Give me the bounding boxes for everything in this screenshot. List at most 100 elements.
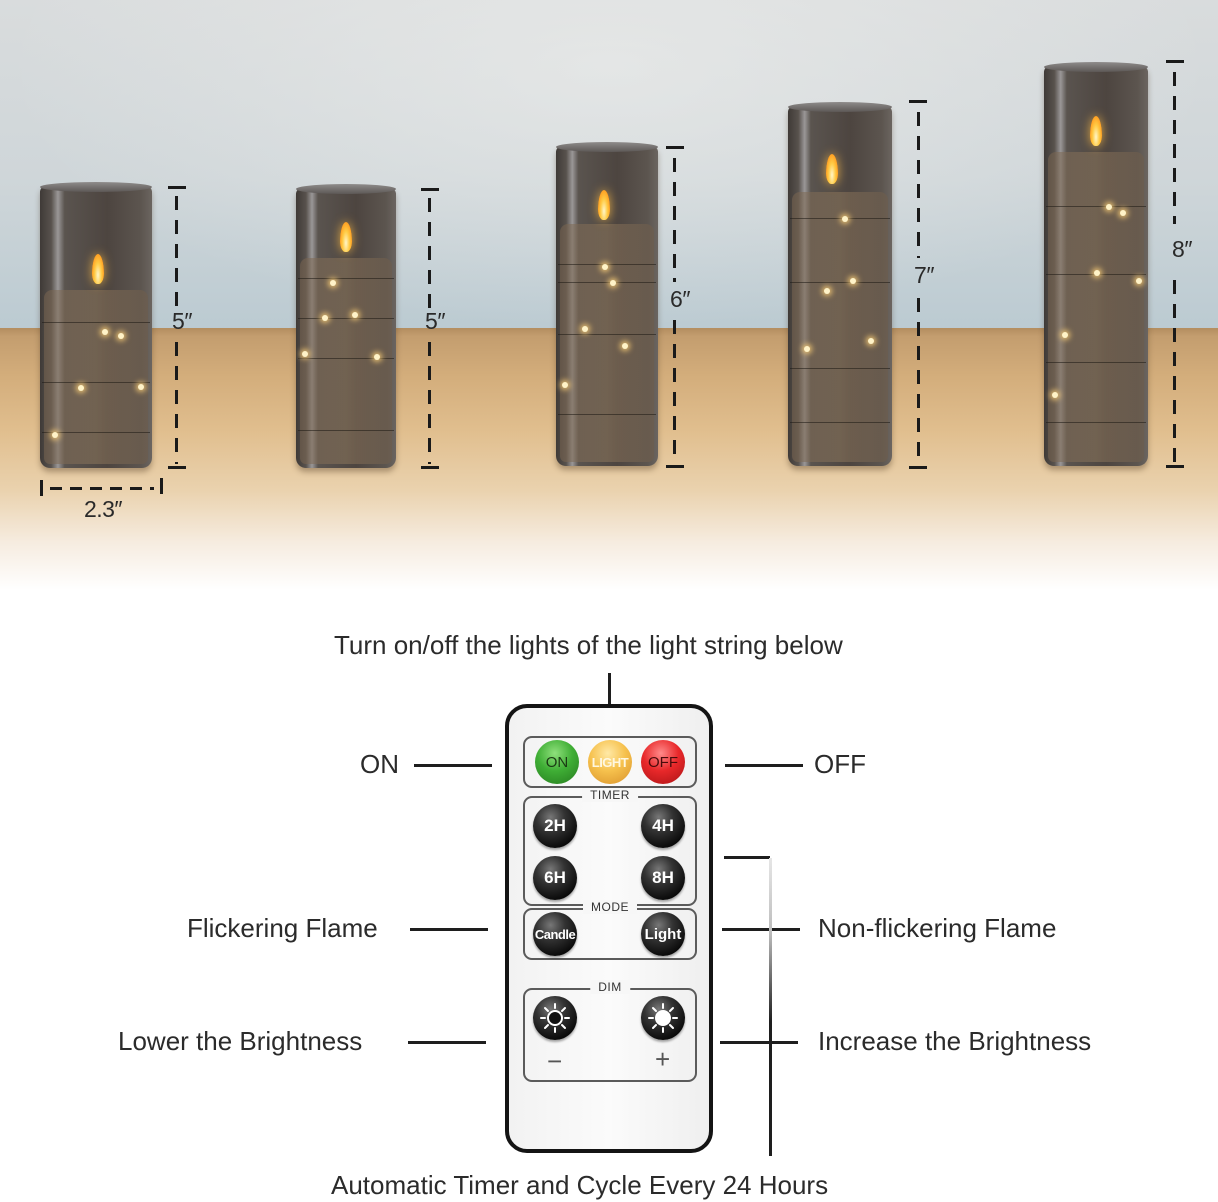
flickering-pointer-line — [410, 928, 488, 931]
product-photo: 5″ 2.3″ 5″ 6″ — [0, 0, 1218, 590]
non-flickering-flame-label: Non-flickering Flame — [818, 913, 1057, 943]
led-light — [804, 346, 810, 352]
off-button[interactable]: OFF — [641, 740, 685, 784]
light-string — [558, 334, 656, 335]
candle-1-width-label: 2.3″ — [83, 496, 123, 522]
timer-4h-button[interactable]: 4H — [641, 804, 685, 848]
sun-filled-icon — [648, 1003, 678, 1033]
dimension-cap — [168, 186, 186, 189]
timer-8h-button[interactable]: 8H — [641, 856, 685, 900]
height-dimension-line — [1173, 280, 1176, 464]
minus-sign: − — [547, 1046, 563, 1076]
dim-down-button[interactable] — [533, 996, 577, 1040]
light-string — [1046, 362, 1146, 363]
light-string — [298, 318, 394, 319]
led-light — [562, 382, 568, 388]
height-dimension-line — [175, 342, 178, 464]
dimension-cap — [909, 466, 927, 469]
dim-button-group: DIM − — [523, 980, 697, 1082]
plus-sign: + — [655, 1044, 671, 1074]
candle-rim — [40, 182, 152, 192]
height-dimension-line — [673, 320, 676, 464]
led-light — [1120, 210, 1126, 216]
candle-wax — [300, 258, 392, 464]
height-dimension-line — [428, 198, 431, 308]
candle-3-height-label: 6″ — [670, 286, 690, 312]
dimension-cap — [666, 465, 684, 468]
led-light — [582, 326, 588, 332]
lower-brightness-label: Lower the Brightness — [118, 1026, 363, 1056]
light-button-label: LIGHT — [591, 754, 629, 770]
led-light — [1094, 270, 1100, 276]
candle-rim — [556, 142, 658, 152]
led-light — [374, 354, 380, 360]
timer-button-group: TIMER 2H 4H 6H 8H — [523, 788, 697, 906]
lower-brightness-pointer-line — [408, 1041, 486, 1044]
increase-brightness-label: Increase the Brightness — [818, 1026, 1092, 1056]
led-light — [850, 278, 856, 284]
remote-control: ON LIGHT OFF TIMER 2H 4H 6H 8H MODE Cand… — [505, 704, 713, 1153]
candle-wax — [792, 192, 888, 462]
led-light — [610, 280, 616, 286]
timer-title: TIMER — [582, 788, 638, 802]
candle-2 — [296, 184, 396, 468]
led-light — [352, 312, 358, 318]
off-button-label: OFF — [648, 753, 678, 771]
dim-up-button[interactable] — [641, 996, 685, 1040]
on-pointer-line — [414, 764, 492, 767]
led-light — [52, 432, 58, 438]
light-string — [790, 368, 890, 369]
flame-icon — [1090, 116, 1102, 146]
height-dimension-line — [175, 196, 178, 308]
led-light — [1106, 204, 1112, 210]
flickering-flame-label: Flickering Flame — [187, 913, 378, 943]
dimension-cap — [421, 188, 439, 191]
led-light — [322, 315, 328, 321]
led-light — [842, 216, 848, 222]
light-mode-label: Light — [644, 925, 682, 943]
height-dimension-line — [428, 342, 431, 464]
light-string — [42, 432, 150, 433]
light-string — [1046, 206, 1146, 207]
on-label: ON — [360, 749, 399, 779]
on-button-label: ON — [545, 753, 569, 771]
candle-1-height-label: 5″ — [172, 308, 192, 334]
dimension-cap — [666, 146, 684, 149]
width-dimension-line — [50, 487, 154, 490]
light-mode-button[interactable]: Light — [641, 912, 685, 956]
timer-6h-button[interactable]: 6H — [533, 856, 577, 900]
on-button[interactable]: ON — [535, 740, 579, 784]
led-light — [302, 351, 308, 357]
off-label: OFF — [814, 749, 866, 779]
dimension-cap — [160, 478, 163, 494]
height-dimension-line — [1173, 72, 1176, 224]
led-light — [1136, 278, 1142, 284]
increase-brightness-pointer-line — [720, 1041, 798, 1044]
led-light — [622, 343, 628, 349]
flame-icon — [340, 222, 352, 252]
led-light — [118, 333, 124, 339]
light-string-button[interactable]: LIGHT — [588, 740, 632, 784]
timer-2h-button[interactable]: 2H — [533, 804, 577, 848]
light-string-caption: Turn on/off the lights of the light stri… — [334, 630, 843, 660]
candle-mode-button[interactable]: Candle — [533, 912, 577, 956]
flame-icon — [92, 254, 104, 284]
candle-4-height-label: 7″ — [914, 262, 934, 288]
candle-mode-label: Candle — [534, 926, 576, 942]
dimension-cap — [168, 466, 186, 469]
candle-rim — [1044, 62, 1148, 72]
light-string — [790, 218, 890, 219]
timer-caption: Automatic Timer and Cycle Every 24 Hours — [331, 1170, 829, 1200]
candle-wax — [44, 290, 148, 464]
led-light — [138, 384, 144, 390]
timer-bracket-line — [769, 858, 772, 1156]
candle-rim — [296, 184, 396, 194]
timer-bracket-tick — [724, 856, 770, 859]
flame-icon — [598, 190, 610, 220]
off-pointer-line — [725, 764, 803, 767]
height-dimension-line — [673, 158, 676, 282]
light-string — [298, 358, 394, 359]
mode-title: MODE — [583, 900, 637, 914]
led-light — [330, 280, 336, 286]
timer-8h-label: 8H — [652, 868, 674, 887]
